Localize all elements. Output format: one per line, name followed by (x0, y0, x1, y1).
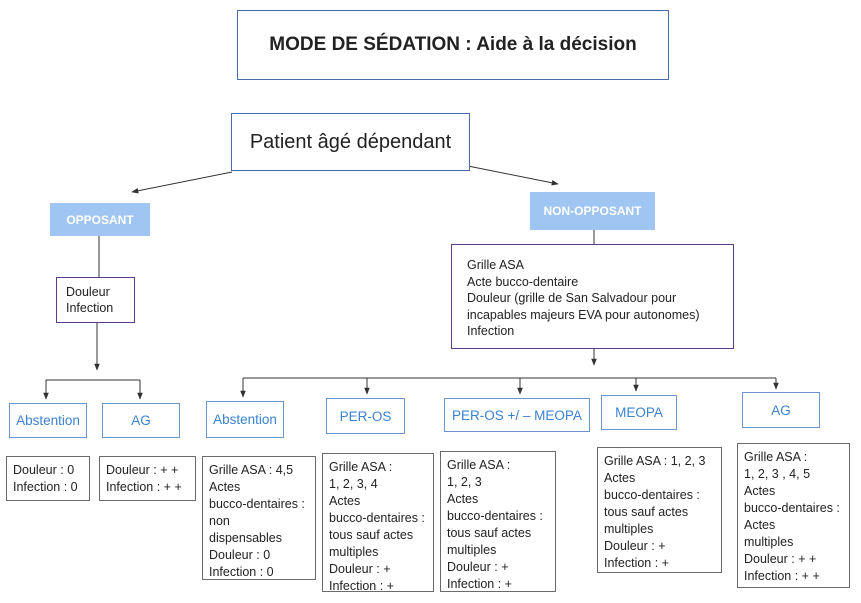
detail-line: Douleur : + (604, 539, 666, 553)
detail-line: 1, 2, 3 , 4, 5 (744, 467, 811, 481)
details-non-opposant-meopa: Grille ASA : 1, 2, 3 Actes bucco-dentair… (597, 447, 722, 573)
detail-line: multiples (447, 543, 497, 557)
detail-line: Infection : + (604, 556, 669, 570)
criteria-line: Douleur (66, 285, 110, 299)
option-opposant-ag: AG (102, 403, 180, 438)
detail-line: bucco-dentaires : (209, 497, 305, 511)
detail-line: Grille ASA : (329, 460, 393, 474)
option-non-opposant-per-os-meopa: PER-OS +/ – MEOPA (444, 398, 590, 432)
branch-non-opposant: NON-OPPOSANT (530, 192, 655, 230)
detail-line: Douleur : + (329, 562, 391, 576)
detail-line: Actes (447, 492, 479, 506)
criteria-line: Grille ASA (467, 258, 524, 272)
details-non-opposant-per-os: Grille ASA : 1, 2, 3, 4 Actes bucco-dent… (322, 453, 434, 593)
option-non-opposant-ag: AG (742, 392, 820, 428)
details-opposant-abstention: Douleur : 0 Infection : 0 (6, 456, 90, 501)
opposant-criteria-box: Douleur Infection (56, 277, 135, 323)
criteria-line: incapables majeurs EVA pour autonomes) (467, 307, 700, 322)
arrow-root-opposant (131, 171, 233, 194)
detail-line: Grille ASA : 1, 2, 3 (604, 454, 706, 468)
detail-line: 1, 2, 3, 4 (329, 477, 378, 491)
details-non-opposant-ag: Grille ASA : 1, 2, 3 , 4, 5 Actes bucco-… (737, 443, 850, 588)
detail-line: non (209, 514, 230, 528)
option-non-opposant-meopa: MEOPA (601, 395, 677, 430)
detail-line: Infection : + (447, 577, 512, 591)
detail-line: bucco-dentaires : (744, 501, 840, 515)
detail-line: Infection : + + (744, 569, 820, 583)
option-opposant-abstention: Abstention (9, 403, 87, 438)
detail-line: multiples (604, 522, 654, 536)
criteria-line: Douleur (grille de San Salvadour pour (467, 291, 677, 305)
detail-line: Actes (744, 518, 776, 532)
criteria-line: Infection (467, 324, 515, 338)
detail-line: Grille ASA : 4,5 (209, 463, 294, 477)
detail-line: Grille ASA : (744, 450, 808, 464)
detail-line: Actes (329, 494, 361, 508)
detail-line: tous sauf actes (447, 526, 532, 540)
detail-line: Infection : 0 (209, 565, 274, 579)
detail-line: Actes (209, 480, 241, 494)
detail-line: Douleur : 0 (209, 548, 271, 562)
detail-line: tous sauf actes (329, 528, 414, 542)
option-non-opposant-abstention: Abstention (206, 401, 284, 438)
detail-line: Infection : + + (106, 480, 182, 494)
details-non-opposant-abstention: Grille ASA : 4,5 Actes bucco-dentaires :… (202, 456, 316, 580)
detail-line: bucco-dentaires : (329, 511, 425, 525)
detail-line: multiples (744, 535, 794, 549)
detail-line: 1, 2, 3 (447, 475, 482, 489)
detail-line: dispensables (209, 531, 282, 545)
detail-line: Douleur : + + (106, 463, 179, 477)
detail-line: bucco-dentaires : (447, 509, 543, 523)
detail-line: Douleur : 0 (13, 463, 75, 477)
detail-line: tous sauf actes (604, 505, 689, 519)
detail-line: Grille ASA : (447, 458, 511, 472)
arrow-root-non-opposant (467, 165, 559, 186)
criteria-line: Infection (66, 301, 114, 315)
non-opposant-criteria-box: Grille ASA Acte bucco-dentaire Douleur (… (451, 244, 734, 349)
detail-line: Douleur : + (447, 560, 509, 574)
detail-line: Actes (604, 471, 636, 485)
detail-line: Actes (744, 484, 776, 498)
branch-opposant: OPPOSANT (50, 203, 150, 236)
detail-line: Infection : + (329, 579, 394, 593)
criteria-line: Acte bucco-dentaire (467, 274, 579, 289)
detail-line: multiples (329, 545, 379, 559)
detail-line: Douleur : + + (744, 552, 817, 566)
diagram-title: MODE DE SÉDATION : Aide à la décision (237, 10, 669, 80)
details-non-opposant-per-os-meopa: Grille ASA : 1, 2, 3 Actes bucco-dentair… (440, 451, 556, 592)
detail-line: Infection : 0 (13, 480, 78, 494)
details-opposant-ag: Douleur : + + Infection : + + (99, 456, 196, 501)
detail-line: bucco-dentaires : (604, 488, 700, 502)
option-non-opposant-per-os: PER-OS (326, 398, 405, 434)
root-node: Patient âgé dépendant (231, 113, 470, 171)
